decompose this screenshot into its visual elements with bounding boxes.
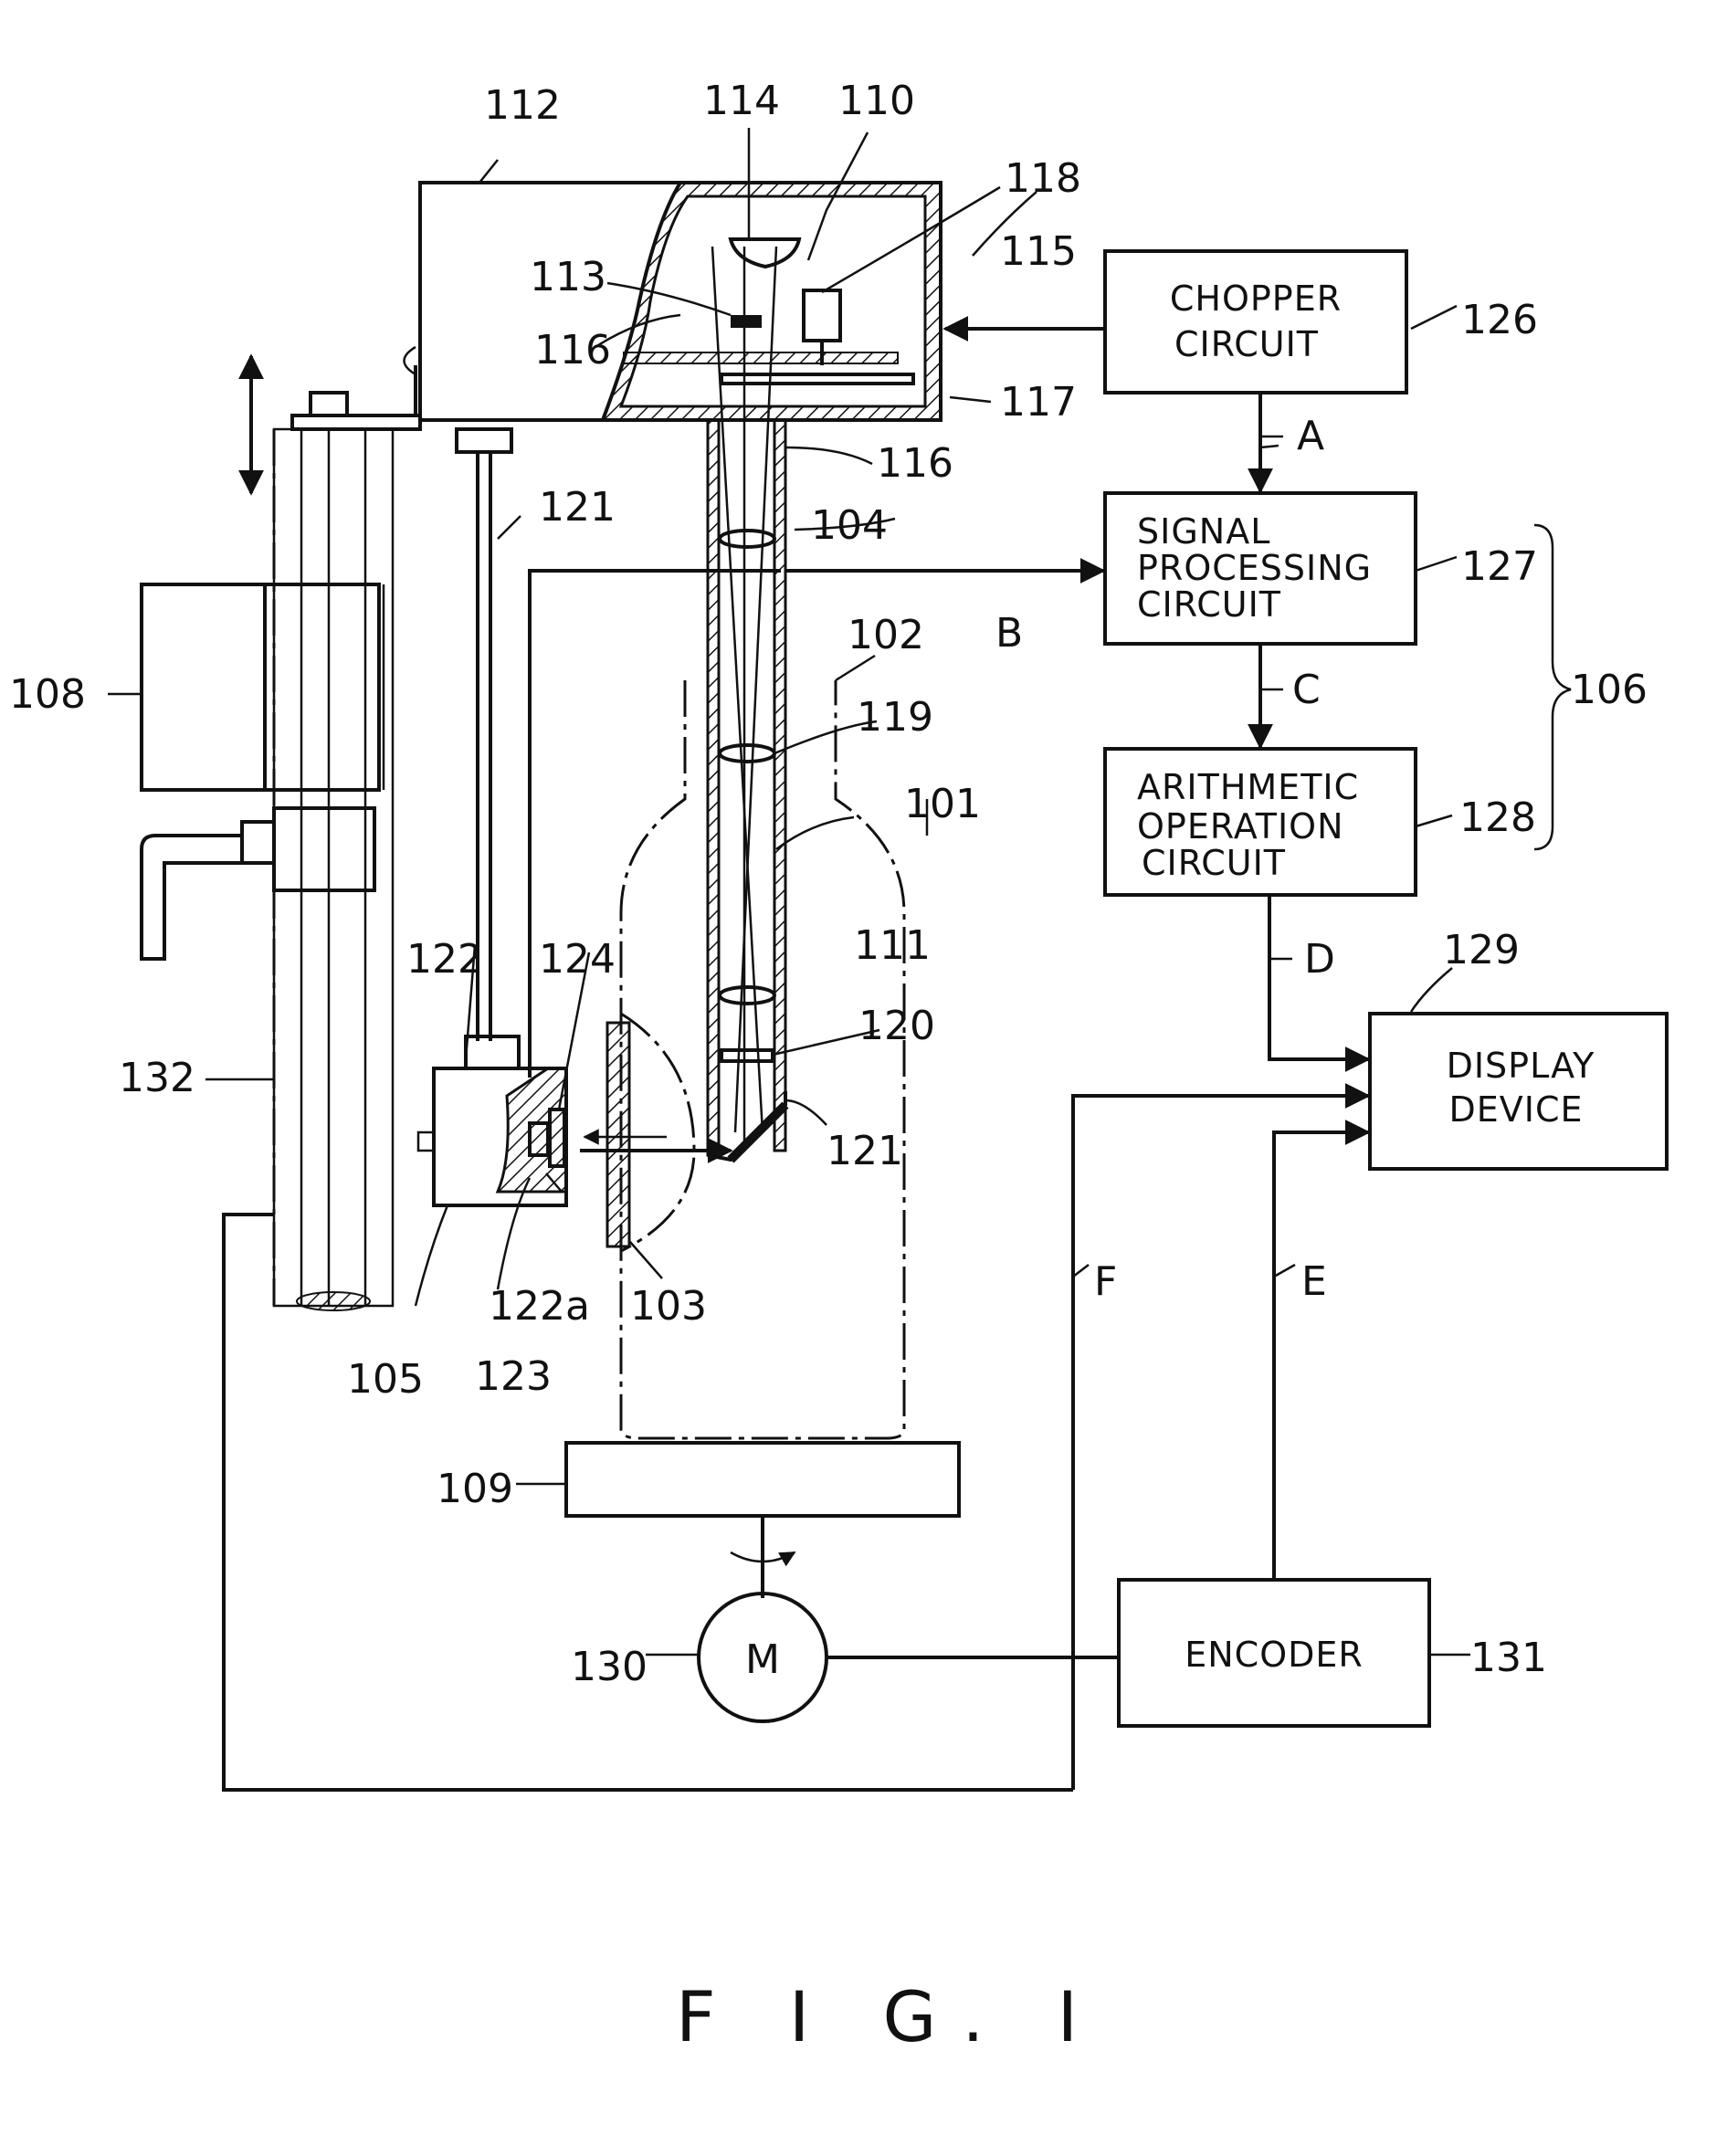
motor-130: M	[697, 1592, 828, 1723]
chopper-motor-118	[802, 289, 842, 365]
display-line-2: DEVICE	[1448, 1089, 1583, 1130]
ref-106: 106	[1571, 667, 1648, 713]
encoder-131: ENCODER	[1117, 1578, 1431, 1728]
signal-b-path	[528, 569, 781, 1078]
chopper-line-2: CIRCUIT	[1174, 324, 1319, 364]
chopper-line-1: CHOPPER	[1170, 279, 1342, 319]
lenses-119	[718, 529, 776, 1063]
ref-116-lower: 116	[877, 440, 953, 487]
turntable-109	[564, 1441, 961, 1598]
signal-f-arrow	[1071, 1083, 1371, 1790]
display-line-1: DISPLAY	[1447, 1046, 1595, 1086]
ref-117: 117	[1000, 379, 1077, 426]
signal-a-label: A	[1297, 413, 1324, 459]
signal-f-label: F	[1094, 1258, 1117, 1305]
signal-line-2: PROCESSING	[1137, 548, 1372, 588]
ref-121-upper: 121	[539, 484, 616, 531]
signal-line-3: CIRCUIT	[1137, 584, 1281, 625]
reflector-103	[606, 1021, 631, 1248]
ref-104: 104	[811, 502, 888, 549]
chopper-circuit-126: CHOPPER CIRCUIT	[1103, 249, 1408, 394]
column-132	[272, 345, 422, 1311]
ref-122a: 122a	[489, 1283, 590, 1330]
arith-line-2: OPERATION	[1137, 806, 1344, 847]
ref-103: 103	[630, 1283, 707, 1330]
ref-122: 122	[406, 936, 483, 983]
ref-124: 124	[539, 936, 616, 983]
nozzle-fitting	[140, 806, 376, 961]
ref-131: 131	[1470, 1635, 1547, 1681]
signal-letters: A B C D E F	[995, 413, 1335, 1305]
reference-numerals: 112 114 110 118 115 113 116 117 116 121 …	[9, 78, 1648, 1690]
ref-110: 110	[838, 78, 915, 124]
signal-d-label: D	[1304, 936, 1335, 983]
brace-106	[1533, 523, 1572, 851]
detector-113	[731, 315, 762, 328]
ref-116-upper: 116	[534, 327, 611, 373]
ref-126: 126	[1461, 297, 1538, 343]
signal-e-label: E	[1301, 1258, 1327, 1305]
arith-line-1: ARITHMETIC	[1137, 767, 1359, 807]
signal-e-arrow	[1272, 1120, 1371, 1580]
bottle-101	[619, 680, 906, 1440]
ref-101: 101	[904, 781, 981, 827]
signal-processing-circuit-127: SIGNAL PROCESSING CIRCUIT	[1103, 491, 1417, 646]
column-feedback-line	[222, 1213, 1073, 1792]
ref-102: 102	[848, 612, 924, 658]
arithmetic-operation-circuit-128: ARITHMETIC OPERATION CIRCUIT	[1103, 747, 1417, 897]
figure-caption: F I G. I	[676, 1976, 1103, 2057]
ref-118: 118	[1005, 155, 1081, 202]
motor-label: M	[745, 1636, 780, 1683]
rod-121	[455, 427, 513, 1041]
concave-mirror-114	[728, 237, 802, 269]
ref-120: 120	[858, 1003, 935, 1049]
ref-132: 132	[119, 1055, 195, 1101]
ref-111: 111	[854, 922, 931, 969]
ref-108: 108	[9, 671, 86, 718]
light-path	[711, 246, 778, 1151]
ref-123: 123	[475, 1353, 552, 1400]
ref-109: 109	[437, 1466, 513, 1512]
signal-c-label: C	[1292, 667, 1321, 713]
leader-lines	[108, 128, 1470, 1656]
display-device-129: DISPLAY DEVICE	[1368, 1012, 1669, 1171]
arm-108	[140, 583, 385, 792]
ref-114: 114	[703, 78, 780, 124]
ref-113: 113	[530, 254, 606, 300]
arith-line-3: CIRCUIT	[1142, 843, 1286, 883]
signal-line-1: SIGNAL	[1137, 511, 1270, 552]
ref-105: 105	[347, 1356, 424, 1403]
encoder-label: ENCODER	[1185, 1635, 1364, 1675]
signal-d-arrow	[1268, 895, 1371, 1072]
ref-112: 112	[484, 82, 561, 129]
ref-119: 119	[857, 694, 933, 741]
ref-128: 128	[1459, 794, 1536, 841]
ref-121-lower: 121	[827, 1128, 903, 1174]
ref-130: 130	[571, 1644, 648, 1690]
signal-b-label: B	[995, 610, 1023, 657]
sensor-head-105	[416, 1035, 568, 1207]
ref-115: 115	[1000, 228, 1077, 275]
chopper-disc-117	[720, 373, 915, 385]
ref-129: 129	[1443, 927, 1520, 973]
ref-127: 127	[1461, 543, 1538, 590]
